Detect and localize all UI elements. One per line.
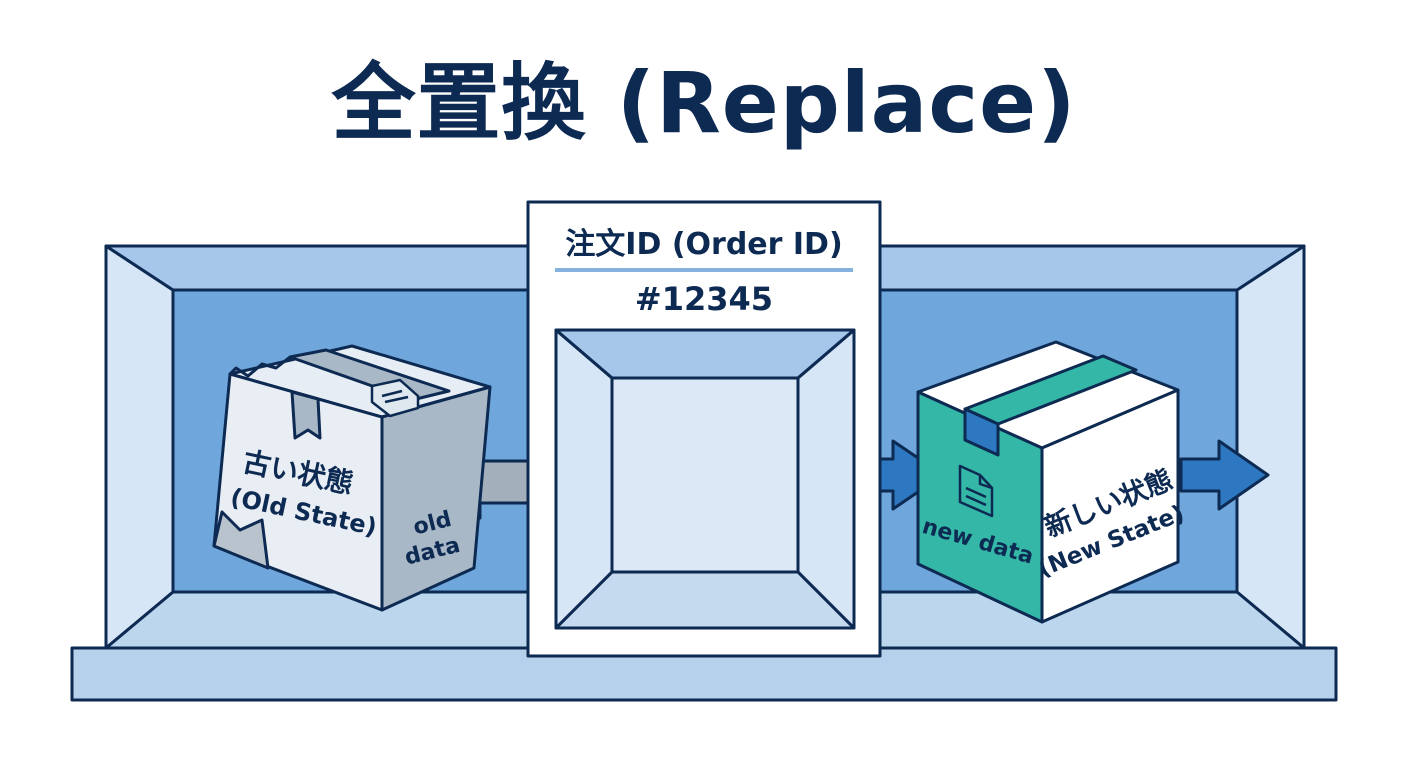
old-box-wear [212,510,270,570]
new-box-document-icon [958,464,994,518]
new-box-tape-front [963,407,1000,457]
new-box-right [1040,388,1180,624]
shelf-left-wall [104,244,175,650]
old-state-box [212,344,492,612]
empty-slot-inner [610,376,800,574]
order-id-card [526,200,882,658]
order-card-number: #12345 [635,280,773,318]
old-box-document-icon [370,378,420,418]
arrow-out-right [1179,439,1270,511]
order-card-header: 注文ID (Order ID) [565,227,842,262]
page-title: 全置換 (Replace) [331,54,1077,152]
old-box-tape-front [290,390,322,440]
new-state-box [916,340,1180,624]
shelf-right-wall [1235,244,1306,650]
old-box-right [380,385,492,612]
